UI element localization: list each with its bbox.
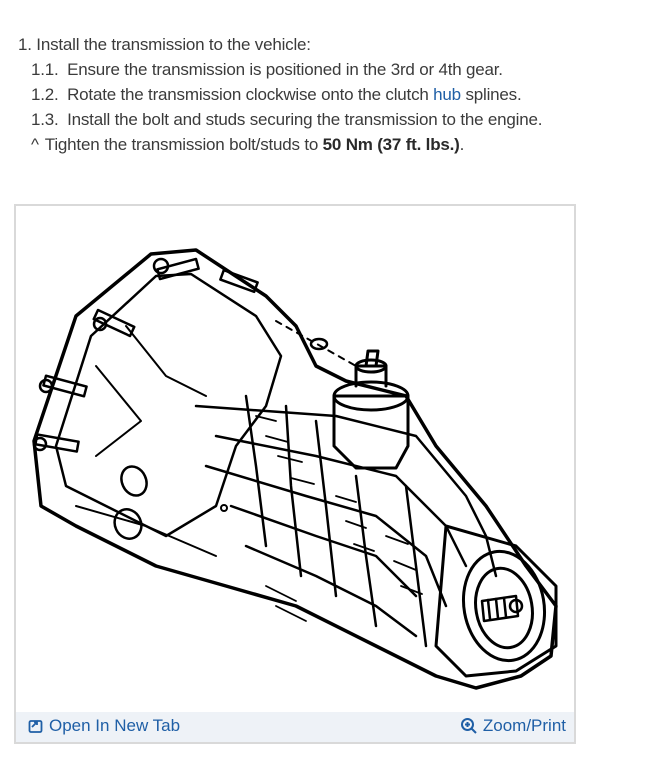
fastener-dash-line [275,320,357,367]
substep-text: Ensure the transmission is positioned in… [67,60,503,79]
note-marker: ^ [31,135,39,154]
fastener-washer [309,337,329,351]
bolt-studs [32,257,259,453]
bell-ridge [95,365,142,457]
open-in-new-tab-label: Open In New Tab [49,716,181,735]
substep-number: 1.1. [31,60,59,79]
main-case [194,394,498,648]
bellhousing-inner [54,272,283,538]
output-shaft [480,594,524,623]
small-bolt [220,504,228,512]
zoom-in-icon [460,718,477,734]
bell-ridge [125,325,207,397]
substep-text: Install the bolt and studs securing the … [67,110,543,129]
substep-text: Rotate the transmission clockwise onto t… [67,85,429,104]
open-in-new-tab-button[interactable]: Open In New Tab [28,716,180,736]
note-text: Tighten the transmission bolt/studs to [44,135,319,154]
case-ribs [255,415,423,622]
substep-1-2: 1.2. Rotate the transmission clockwise o… [18,82,638,107]
housing-hole [113,508,143,540]
figure-toolbar: Open In New Tab Zoom/Print [16,712,574,742]
zoom-print-button[interactable]: Zoom/Print [460,716,566,736]
housing-hole [120,465,148,497]
substep-1-3: 1.3. Install the bolt and studs securing… [18,107,638,132]
figure-panel: Open In New Tab Zoom/Print [14,204,576,744]
extension-housing [434,524,558,678]
substep-number: 1.3. [31,110,59,129]
torque-note: ^Tighten the transmission bolt/studs to … [18,132,638,157]
bell-ridge [75,505,217,557]
torque-value: 50 Nm (37 ft. lbs.) [322,135,460,154]
open-new-tab-icon [28,720,43,733]
substep-text-after: splines. [465,85,522,104]
zoom-print-label: Zoom/Print [482,716,566,735]
procedure-steps: 1. Install the transmission to the vehic… [18,32,638,157]
shifter-tower [332,349,410,470]
hub-link[interactable]: hub [433,85,461,104]
transmission-illustration[interactable] [16,206,574,712]
substep-1-1: 1.1. Ensure the transmission is position… [18,57,638,82]
note-text-after: . [459,135,465,154]
substep-number: 1.2. [31,85,59,104]
step-1: 1. Install the transmission to the vehic… [18,35,311,54]
